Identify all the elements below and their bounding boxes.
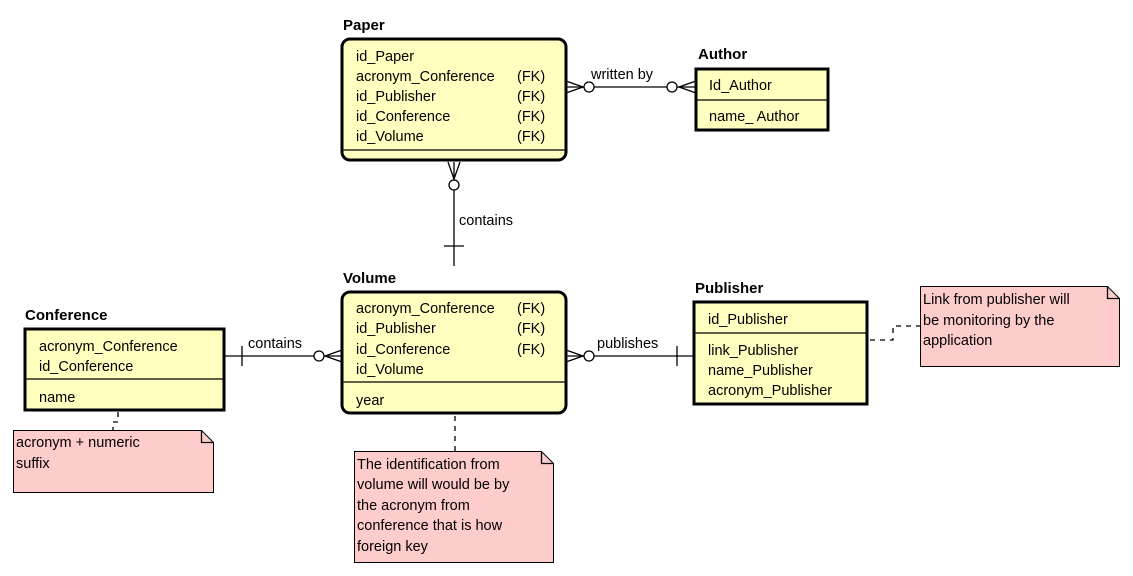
relationship-label-conference-contains: contains xyxy=(248,336,302,352)
note-text-line: be monitoring by the xyxy=(923,313,1054,329)
entity-title-volume: Volume xyxy=(343,270,396,287)
entity-title-author: Author xyxy=(698,46,747,63)
note-volume: The identification from volume will woul… xyxy=(354,416,554,563)
note-publisher: Link from publisher will be monitoring b… xyxy=(870,286,1120,367)
entity-paper[interactable]: Paper id_Paper acronym_Conference (FK) i… xyxy=(340,17,568,162)
note-text-line: The identification from xyxy=(357,457,500,473)
attribute-key: (FK) xyxy=(517,321,545,337)
attribute-name: id_Publisher xyxy=(356,89,436,105)
attribute-key: (FK) xyxy=(517,89,545,105)
attribute-key: (FK) xyxy=(517,109,545,125)
attribute-name: id_Publisher xyxy=(356,321,436,337)
note-conference: acronym + numeric suffix xyxy=(13,412,214,493)
attribute-name: acronym_Publisher xyxy=(708,383,832,399)
relationship-written-by: written by xyxy=(565,67,697,94)
entity-title-conference: Conference xyxy=(25,307,108,324)
attribute-name: id_Volume xyxy=(356,129,424,145)
note-text-line: application xyxy=(923,333,992,349)
attribute-key: (FK) xyxy=(517,129,545,145)
attribute-name: acronym_Conference xyxy=(356,301,495,317)
attribute-key: (FK) xyxy=(517,342,545,358)
attribute-name: acronym_Conference xyxy=(39,339,178,355)
note-text-line: suffix xyxy=(16,456,50,472)
attribute-name: name_Publisher xyxy=(708,363,813,379)
note-text-line: Link from publisher will xyxy=(923,292,1070,308)
attribute-name: id_Conference xyxy=(39,359,133,375)
note-text-line: volume will would be by xyxy=(357,477,510,493)
attribute-name: id_Volume xyxy=(356,362,424,378)
attribute-name: year xyxy=(356,393,384,409)
attribute-name: acronym_Conference xyxy=(356,69,495,85)
entity-author[interactable]: Author Id_Author name_ Author xyxy=(694,46,830,132)
relationship-conference-contains: contains xyxy=(225,336,343,366)
relationship-paper-contains: contains xyxy=(444,161,513,266)
entity-conference[interactable]: Conference acronym_Conference id_Confere… xyxy=(23,307,226,412)
attribute-name: name_ Author xyxy=(709,109,799,125)
entity-title-publisher: Publisher xyxy=(695,280,764,297)
attribute-name: id_Conference xyxy=(356,342,450,358)
note-text-line: foreign key xyxy=(357,539,429,555)
attribute-name: Id_Author xyxy=(709,78,772,94)
relationship-label-written-by: written by xyxy=(590,67,654,83)
relationship-publishes: publishes xyxy=(565,336,694,366)
attribute-name: link_Publisher xyxy=(708,343,798,359)
entity-volume[interactable]: Volume acronym_Conference (FK) id_Publis… xyxy=(340,270,568,415)
attribute-key: (FK) xyxy=(517,69,545,85)
attribute-name: id_Paper xyxy=(356,49,414,65)
attribute-name: id_Publisher xyxy=(708,312,788,328)
note-text-line: the acronym from xyxy=(357,498,470,514)
attribute-name: name xyxy=(39,390,75,406)
entity-title-paper: Paper xyxy=(343,17,385,34)
attribute-name: id_Conference xyxy=(356,109,450,125)
attribute-key: (FK) xyxy=(517,301,545,317)
relationship-label-paper-contains: contains xyxy=(459,213,513,229)
note-text-line: conference that is how xyxy=(357,518,503,534)
entity-publisher[interactable]: Publisher id_Publisher link_Publisher na… xyxy=(692,280,869,406)
relationship-label-publishes: publishes xyxy=(597,336,658,352)
note-text-line: acronym + numeric xyxy=(16,435,140,451)
